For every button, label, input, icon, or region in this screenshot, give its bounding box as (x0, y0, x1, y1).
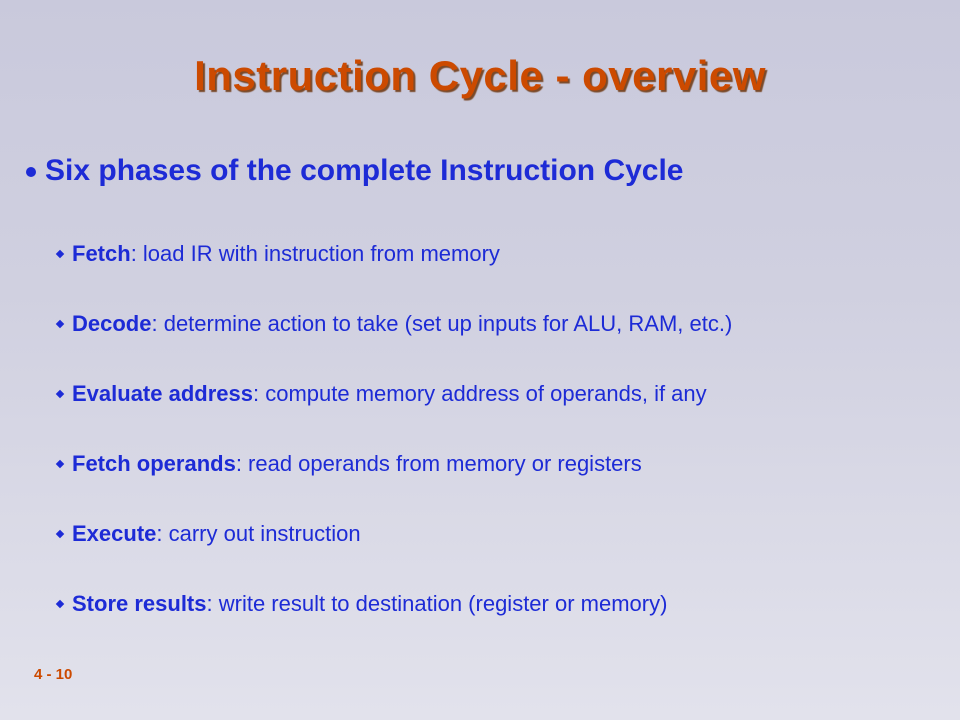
list-item: Fetch operands: read operands from memor… (54, 446, 934, 481)
list-item: Store results: write result to destinati… (54, 586, 934, 621)
phase-term: Execute (72, 520, 157, 546)
main-bullet-text: Six phases of the complete Instruction C… (45, 154, 684, 187)
page-number: 4 - 10 (34, 666, 73, 683)
slide-title: Instruction Cycle - overview (194, 52, 766, 99)
phase-description: : load IR with instruction from memory (130, 240, 500, 266)
phase-term: Decode (72, 310, 152, 336)
list-item: Evaluate address: compute memory address… (54, 376, 934, 411)
dot-icon (26, 167, 36, 177)
diamond-icon (55, 319, 65, 328)
phase-list: Fetch: load IR with instruction from mem… (54, 236, 934, 656)
diamond-icon (55, 389, 65, 398)
phase-term: Fetch (72, 240, 131, 266)
phase-description: : write result to destination (register … (206, 590, 668, 616)
phase-term: Evaluate address (72, 380, 253, 406)
phase-description: : determine action to take (set up input… (151, 310, 733, 336)
phase-description: : carry out instruction (156, 520, 361, 546)
list-item: Execute: carry out instruction (54, 516, 934, 551)
phase-description: : read operands from memory or registers (235, 450, 642, 476)
diamond-icon (55, 249, 65, 258)
diamond-icon (55, 529, 65, 538)
phase-description: : compute memory address of operands, if… (252, 380, 707, 406)
main-bullet: Six phases of the complete Instruction C… (26, 154, 684, 188)
list-item: Decode: determine action to take (set up… (54, 306, 934, 341)
diamond-icon (55, 459, 65, 468)
phase-term: Store results (72, 590, 207, 616)
phase-term: Fetch operands (72, 450, 236, 476)
diamond-icon (55, 599, 65, 608)
list-item: Fetch: load IR with instruction from mem… (54, 236, 934, 271)
